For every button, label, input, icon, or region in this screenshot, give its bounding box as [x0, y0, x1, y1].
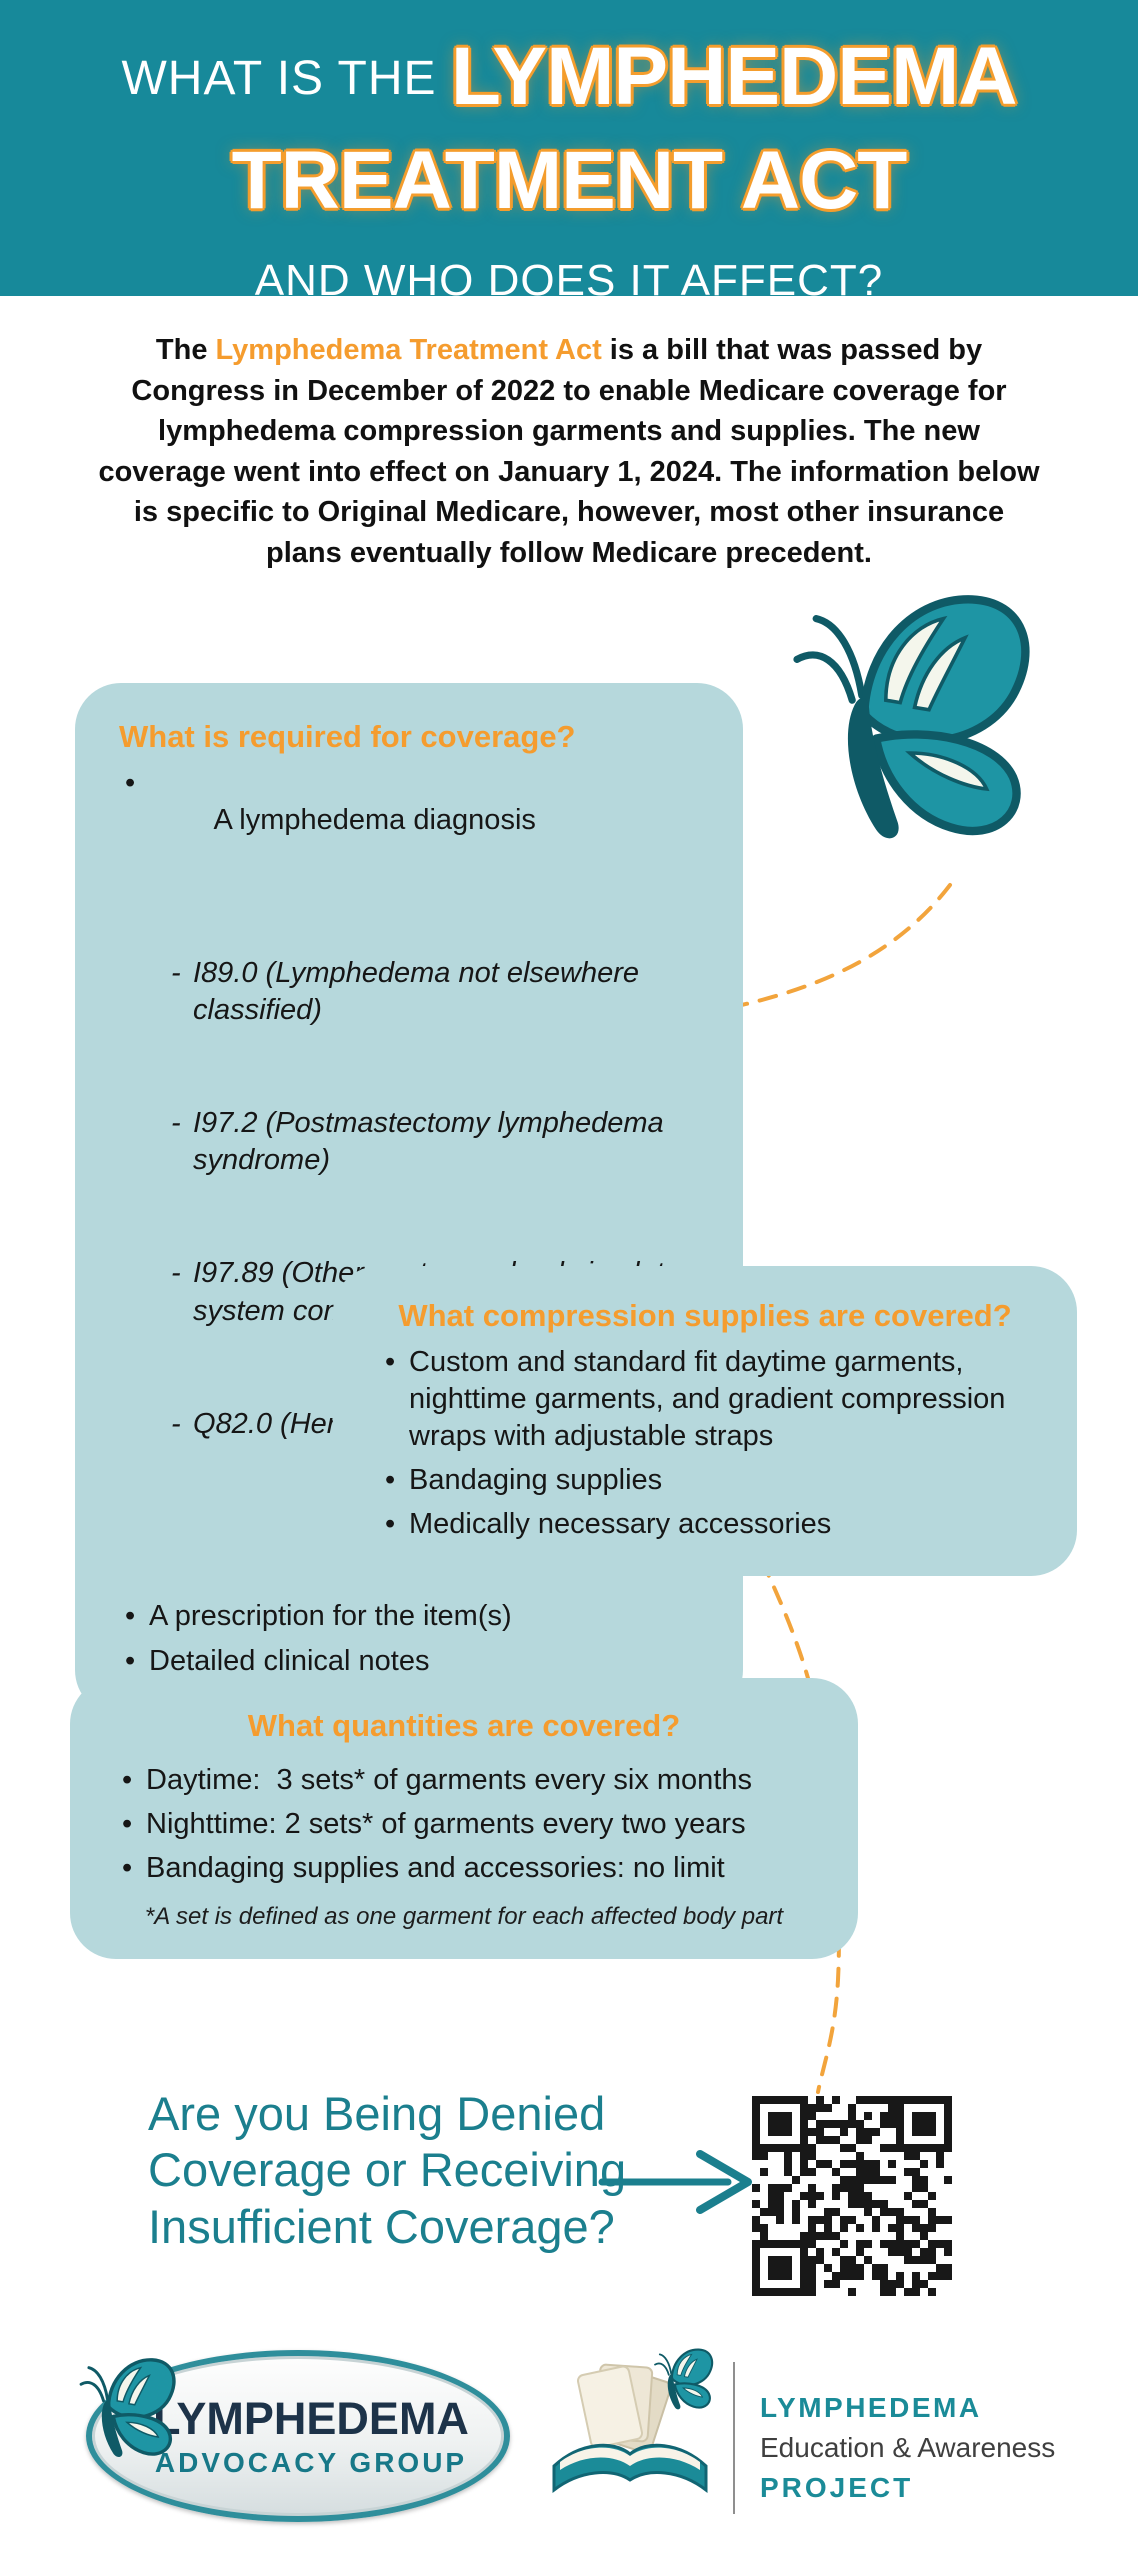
list-item: I89.0 (Lymphedema not elsewhere classifi…: [149, 955, 709, 1029]
leap-logo-project: PROJECT: [760, 2472, 914, 2503]
header-title-word2: TREATMENT ACT: [231, 135, 908, 226]
arrow-icon: [598, 2150, 752, 2214]
cta-text: Are you Being Denied Coverage or Receivi…: [148, 2086, 626, 2255]
leap-logo-text: LYMPHEDEMA Education & Awareness PROJECT: [760, 2392, 1055, 2504]
list-item-text: A lymphedema diagnosis: [213, 804, 536, 837]
list-item: Nighttime: 2 sets* of garments every two…: [110, 1806, 818, 1843]
advocacy-group-logo: LYMPHEDEMA ADVOCACY GROUP: [79, 2350, 510, 2522]
box-supplies-list: Custom and standard fit daytime garments…: [373, 1344, 1037, 1544]
box-supplies-title: What compression supplies are covered?: [398, 1298, 1012, 1333]
intro-highlight: Lymphedema Treatment Act: [215, 334, 602, 366]
list-item: Custom and standard fit daytime garments…: [373, 1344, 1037, 1455]
box-required-title: What is required for coverage?: [119, 719, 576, 754]
cta-line3: Insufficient Coverage?: [148, 2199, 615, 2253]
intro-lead: The: [155, 334, 216, 366]
intro-paragraph: The Lymphedema Treatment Act is a bill t…: [96, 330, 1042, 574]
header-line2: TREATMENT ACT: [0, 139, 1138, 246]
header-prefix: WHAT IS THE: [121, 52, 451, 105]
list-item: Bandaging supplies and accessories: no l…: [110, 1850, 818, 1887]
box-quantities-covered: What quantities are covered? Daytime: 3 …: [70, 1678, 858, 1960]
list-item: Daytime: 3 sets* of garments every six m…: [110, 1762, 818, 1799]
list-item: I97.2 (Postmastectomy lymphedema syndrom…: [149, 1105, 709, 1179]
book-icon: [552, 2348, 714, 2494]
butterfly-icon: [760, 585, 1050, 885]
leap-logo-subtitle: Education & Awareness: [760, 2432, 1056, 2463]
list-item: Detailed clinical notes: [113, 1643, 709, 1680]
list-item: Medically necessary accessories: [373, 1506, 1037, 1543]
cta-line2: Coverage or Receiving: [148, 2143, 627, 2197]
box-supplies-covered: What compression supplies are covered? C…: [333, 1266, 1077, 1576]
header-line1: WHAT IS THE LYMPHEDEMA: [0, 34, 1138, 143]
header-banner: WHAT IS THE LYMPHEDEMA TREATMENT ACT AND…: [0, 0, 1138, 305]
qr-code: [752, 2096, 952, 2296]
box-quantities-list: Daytime: 3 sets* of garments every six m…: [110, 1762, 818, 1887]
intro-rest: is a bill that was passed by Congress in…: [98, 334, 1040, 569]
advocacy-logo-subtitle: ADVOCACY GROUP: [154, 2447, 468, 2478]
advocacy-logo-name: LYMPHEDEMA: [153, 2393, 469, 2444]
leap-logo-name: LYMPHEDEMA: [760, 2392, 982, 2423]
list-item: Bandaging supplies: [373, 1462, 1037, 1499]
header-subtitle: AND WHO DOES IT AFFECT?: [254, 256, 884, 305]
box-quantities-title: What quantities are covered?: [247, 1708, 681, 1743]
header-title-word1: LYMPHEDEMA: [450, 31, 1018, 122]
cta-line1: Are you Being Denied: [148, 2087, 606, 2140]
set-definition-footnote: *A set is defined as one garment for eac…: [144, 1903, 784, 1931]
list-item: A prescription for the item(s): [113, 1598, 709, 1635]
logo-divider: [733, 2362, 735, 2514]
butterfly-icon: [79, 2358, 176, 2459]
